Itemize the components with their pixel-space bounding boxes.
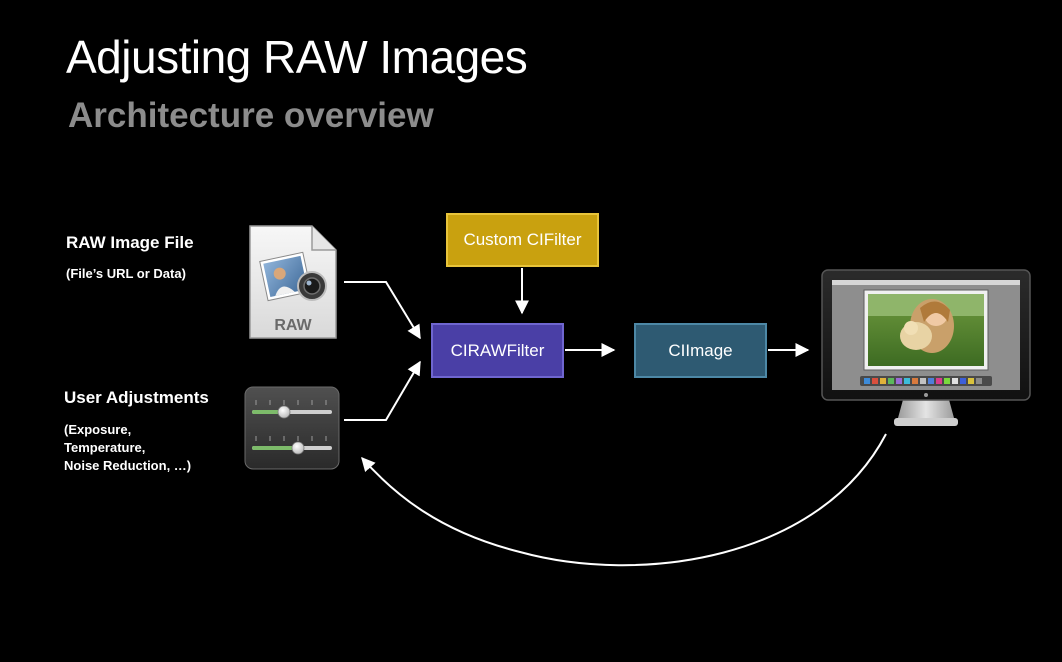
arrow-user-adjustments-to-cirawfilter: [344, 360, 421, 421]
user-adjustments-detail-1: (Exposure,: [64, 422, 132, 437]
cirawfilter-node: CIRAWFilter: [431, 323, 564, 378]
slide-title: Adjusting RAW Images: [66, 31, 528, 83]
raw-file-label: RAW Image File: [66, 233, 194, 252]
custom-cifilter-node: Custom CIFilter: [446, 213, 599, 267]
raw-document-icon: RAW: [249, 225, 337, 339]
display-monitor-icon: [821, 269, 1031, 426]
user-adjustments-detail-2: Temperature,: [64, 440, 146, 455]
ciimage-node: CIImage: [634, 323, 767, 378]
raw-file-detail: (File’s URL or Data): [66, 266, 186, 281]
user-adjustments-label: User Adjustments: [64, 388, 209, 407]
user-adjustments-detail-3: Noise Reduction, …): [64, 458, 192, 473]
sliders-icon: [244, 386, 340, 470]
raw-icon-text: RAW: [274, 317, 312, 334]
arrow-display-feedback-to-user-adjustments: [361, 433, 887, 567]
arrow-raw-file-to-cirawfilter: [344, 281, 421, 340]
slide-subtitle: Architecture overview: [68, 96, 434, 135]
